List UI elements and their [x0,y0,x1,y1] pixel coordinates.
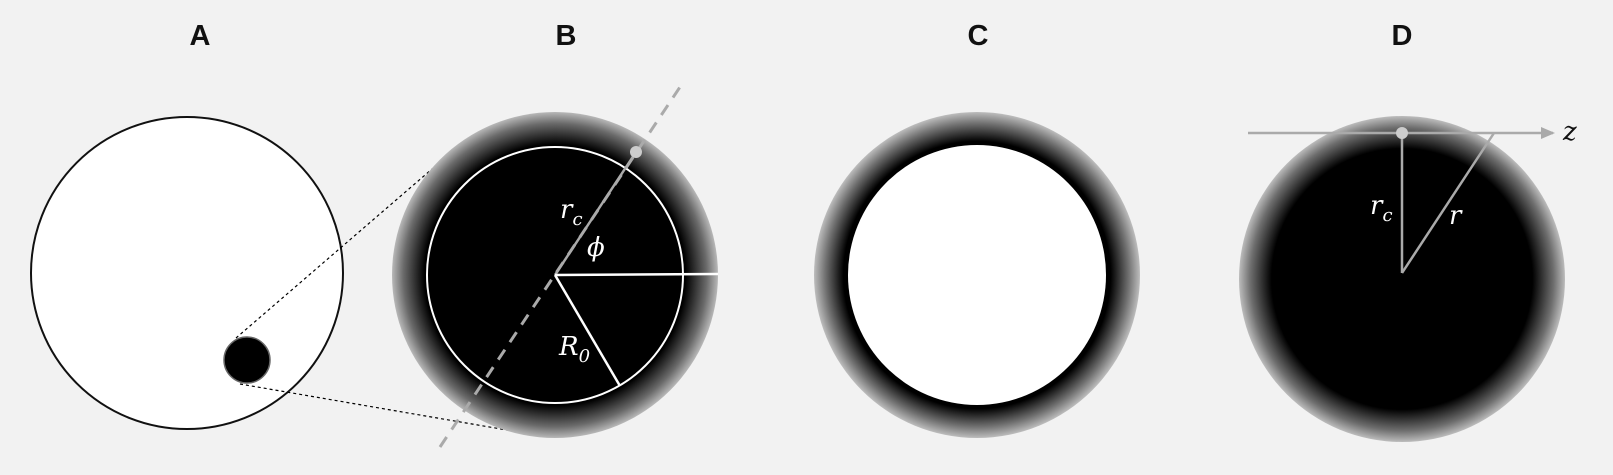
small-black-droplet [223,336,271,384]
rc-label-d: rc [1370,191,1393,226]
rc-label-d-r: r [1370,191,1384,221]
r-diagonal-line [1400,132,1496,274]
rc-label: rc [560,195,583,230]
z-axis-label: z [1562,117,1577,147]
r0-label-r: R [558,332,579,362]
rc-point [630,146,642,158]
r-label-d: r [1449,201,1463,231]
large-white-circle [30,116,344,430]
r0-radius-line [553,274,622,387]
panel-label-c: C [968,20,989,52]
panel-b: rc ϕ R0 [392,86,719,448]
droplet-gradient-disk-d [1239,116,1565,442]
panel-c [814,112,1140,438]
zoom-line-lower [239,383,531,435]
r0-label: R0 [558,332,590,367]
horizontal-radius-line [554,272,719,277]
rc-label-d-sub: c [1382,205,1392,226]
phi-label: ϕ [587,233,605,263]
panel-label-d: D [1392,20,1413,52]
panel-d: z rc r [1239,116,1577,442]
rc-label-sub: c [572,209,582,230]
panel-label-b: B [556,20,577,52]
panel-label-a: A [190,20,211,52]
rc-label-r: r [560,195,574,225]
panel-a [30,116,531,435]
r0-label-sub: 0 [579,346,590,367]
shell-inner-white [848,145,1106,405]
center-point [1396,127,1408,139]
rc-line [553,151,638,276]
